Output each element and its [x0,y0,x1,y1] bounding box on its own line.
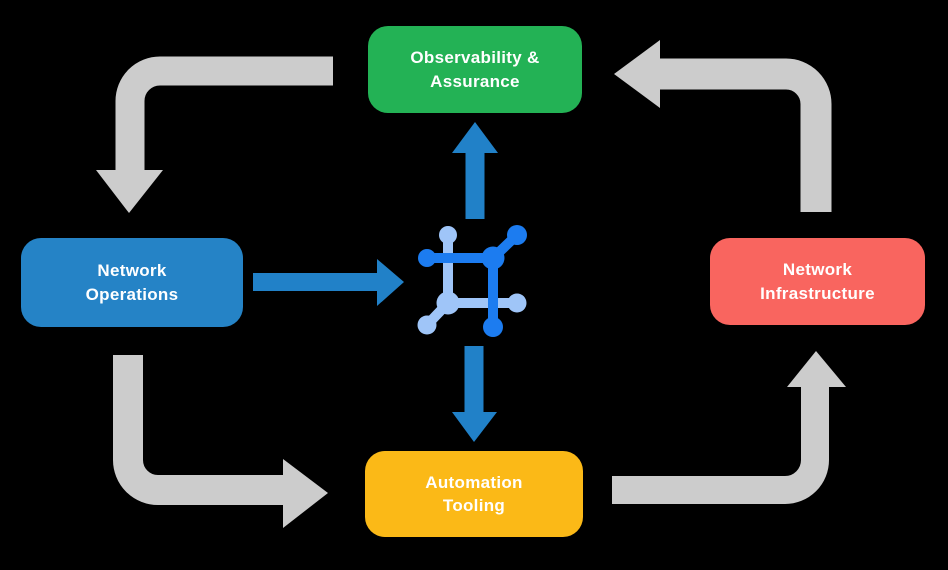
arrow-shaft [612,386,829,504]
node-automation-tooling: Automation Tooling [365,451,583,537]
arrow-shaft [113,355,284,505]
icon-light-nodes [417,226,527,335]
arrow-head-right-icon [283,459,328,528]
node-network-operations-label: Network Operations [85,261,179,304]
arrow-head-up-icon [787,351,846,387]
network-automation-icon [417,225,527,337]
node-observability-label: Observability & Assurance [410,48,540,91]
node-network-infrastructure-label: Network Infrastructure [760,260,875,303]
arrow-head-right-icon [377,259,404,306]
arrow-head-down-icon [452,412,497,442]
node-network-infrastructure: Network Infrastructure [710,238,925,325]
arrow-head-left-icon [614,40,660,108]
node-network-operations: Network Operations [21,238,243,327]
icon-dark-nodes [418,225,527,337]
arrow-observability-to-operations [96,56,333,213]
arrow-infrastructure-to-observability [614,40,832,212]
arrow-automation-to-infrastructure [612,351,846,504]
arrow-shaft [115,56,333,172]
arrow-operations-to-automation [113,355,328,528]
arrow-center-to-observability [452,122,498,219]
arrow-shaft [659,58,832,212]
node-automation-tooling-label: Automation Tooling [425,472,523,515]
arrow-operations-to-center [253,259,404,306]
arrow-head-down-icon [96,170,163,213]
arrow-center-to-automation [452,346,497,442]
arrow-head-up-icon [452,122,498,153]
node-observability: Observability & Assurance [368,26,582,113]
